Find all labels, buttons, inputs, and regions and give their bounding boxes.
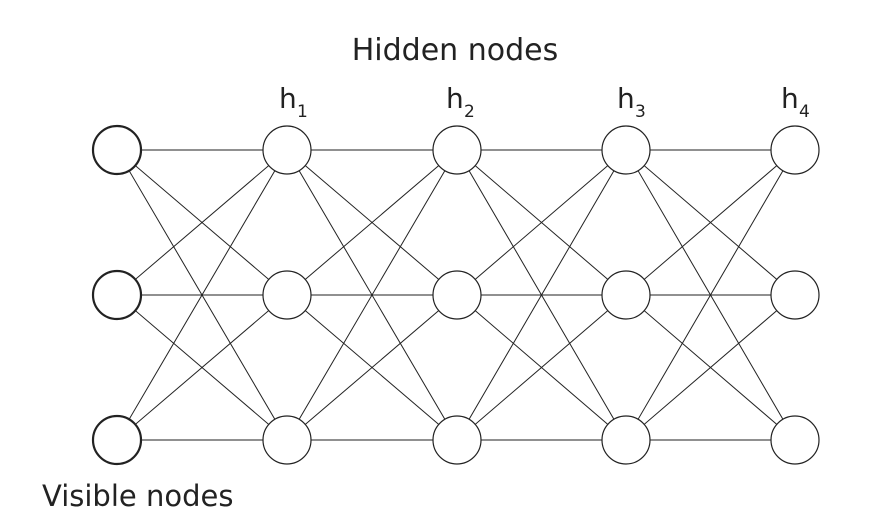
hidden-node-h3-2 bbox=[601, 270, 651, 320]
svg-text:2: 2 bbox=[464, 102, 475, 122]
visible-nodes-label: Visible nodes bbox=[42, 479, 233, 513]
edge-l1-n3-to-l2-n2 bbox=[116, 294, 288, 441]
svg-text:3: 3 bbox=[635, 102, 646, 122]
svg-text:4: 4 bbox=[799, 102, 810, 122]
hidden-node-h1-1 bbox=[262, 125, 312, 175]
edge-l2-n3-to-l3-n2 bbox=[286, 294, 458, 441]
hidden-node-h1-3 bbox=[262, 415, 312, 465]
svg-text:h: h bbox=[617, 82, 635, 115]
svg-text:h: h bbox=[279, 82, 297, 115]
hidden-node-h2-1 bbox=[432, 125, 482, 175]
hidden-nodes-title: Hidden nodes bbox=[352, 33, 558, 68]
edge-l2-n2-to-l3-n1 bbox=[286, 149, 458, 296]
edge-l3-n3-to-l4-n1 bbox=[456, 149, 627, 441]
edge-l1-n2-to-l2-n1 bbox=[116, 149, 288, 296]
hidden-node-h3-1 bbox=[601, 125, 651, 175]
visible-node-1 bbox=[91, 124, 143, 176]
hidden-node-h4-3 bbox=[770, 415, 820, 465]
connections bbox=[116, 149, 796, 441]
nodes bbox=[91, 124, 820, 466]
hidden-node-h4-2 bbox=[770, 270, 820, 320]
hidden-node-h3-3 bbox=[601, 415, 651, 465]
hidden-layer-label-1: h 1 bbox=[279, 82, 308, 122]
svg-text:1: 1 bbox=[297, 102, 308, 122]
svg-text:h: h bbox=[781, 82, 799, 115]
visible-node-2 bbox=[91, 269, 143, 321]
svg-text:h: h bbox=[446, 82, 464, 115]
hidden-node-h4-1 bbox=[770, 125, 820, 175]
visible-node-3 bbox=[91, 414, 143, 466]
hidden-node-h1-2 bbox=[262, 270, 312, 320]
edge-l1-n3-to-l2-n1 bbox=[116, 149, 288, 441]
hidden-layer-label-3: h 3 bbox=[617, 82, 646, 122]
hidden-layer-label-4: h 4 bbox=[781, 82, 810, 122]
edge-l4-n3-to-l5-n1 bbox=[625, 149, 796, 441]
hidden-node-h2-3 bbox=[432, 415, 482, 465]
edge-l4-n3-to-l5-n2 bbox=[625, 294, 796, 441]
hidden-node-h2-2 bbox=[432, 270, 482, 320]
edge-l3-n3-to-l4-n2 bbox=[456, 294, 627, 441]
edge-l2-n3-to-l3-n1 bbox=[286, 149, 458, 441]
hidden-layer-label-2: h 2 bbox=[446, 82, 475, 122]
edge-l4-n2-to-l5-n1 bbox=[625, 149, 796, 296]
edge-l3-n2-to-l4-n1 bbox=[456, 149, 627, 296]
